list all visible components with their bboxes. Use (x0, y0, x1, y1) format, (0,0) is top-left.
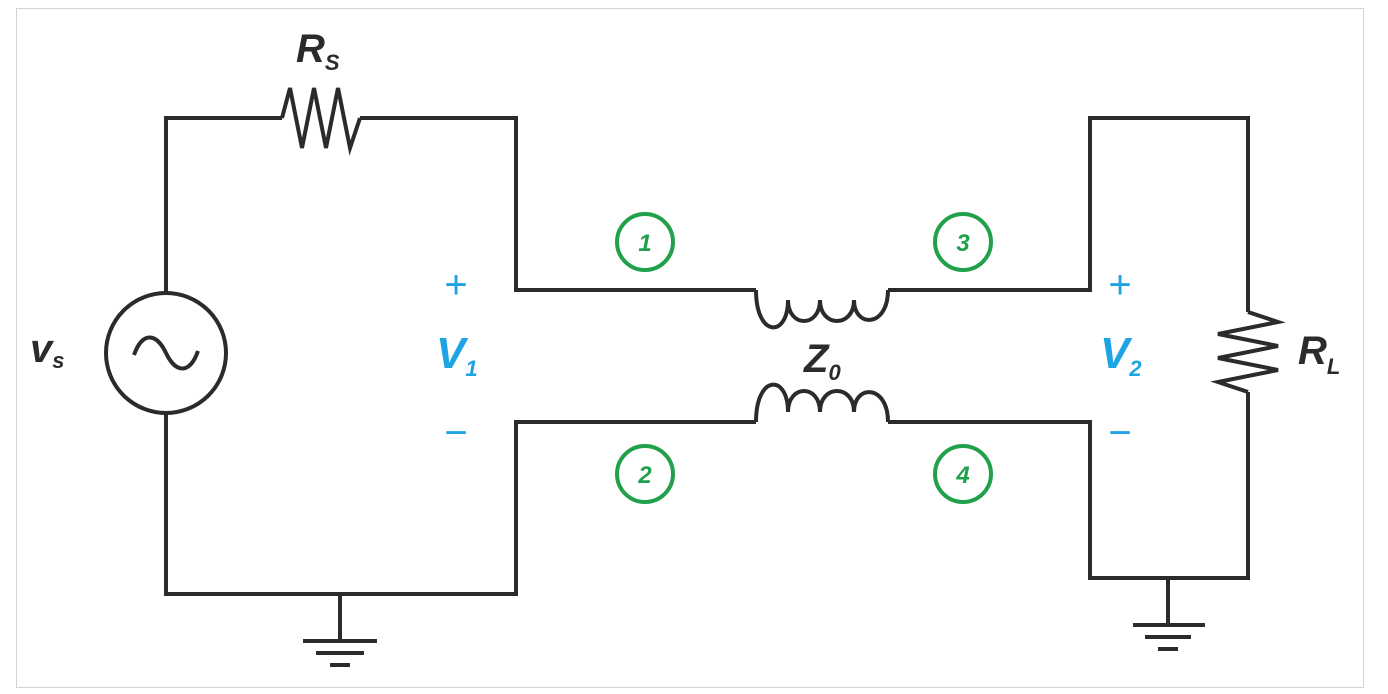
source-top-wire-right (360, 116, 756, 292)
output-minus-sign: − (1108, 411, 1131, 455)
impedance-label: Z0 (803, 337, 841, 385)
top-line-inductor (754, 289, 890, 330)
source-top-wire-left (164, 116, 282, 294)
node-number: 4 (955, 462, 969, 489)
source-resistor-zigzag (280, 87, 362, 156)
node-number: 1 (638, 230, 651, 257)
bottom-line-inductor (754, 382, 890, 423)
output-voltage-label: V2 (1100, 329, 1142, 381)
output-plus-sign: + (1108, 263, 1131, 307)
load-bottom-wire (888, 392, 1250, 580)
ground-symbol-right (1133, 578, 1205, 651)
node-marker-1: 1 (615, 212, 675, 272)
node-number: 3 (956, 230, 970, 257)
node-marker-2: 2 (615, 444, 675, 504)
load-top-wire (888, 116, 1250, 312)
node-marker-3: 3 (933, 212, 993, 272)
node-number: 2 (637, 462, 652, 489)
diagram-frame (16, 8, 1364, 688)
node-marker-4: 4 (933, 444, 993, 504)
ground-symbol-left (303, 594, 377, 667)
ac-voltage-source (104, 291, 228, 415)
source-voltage-label: vs (30, 327, 65, 373)
load-resistor-zigzag (1210, 310, 1286, 394)
input-voltage-label: V1 (436, 329, 478, 381)
input-minus-sign: − (444, 411, 467, 455)
source-resistor-label: RS (296, 27, 340, 75)
load-resistor-label: RL (1298, 329, 1340, 379)
sine-wave-icon (132, 335, 200, 371)
input-plus-sign: + (444, 263, 467, 307)
source-bottom-wire (164, 412, 756, 596)
